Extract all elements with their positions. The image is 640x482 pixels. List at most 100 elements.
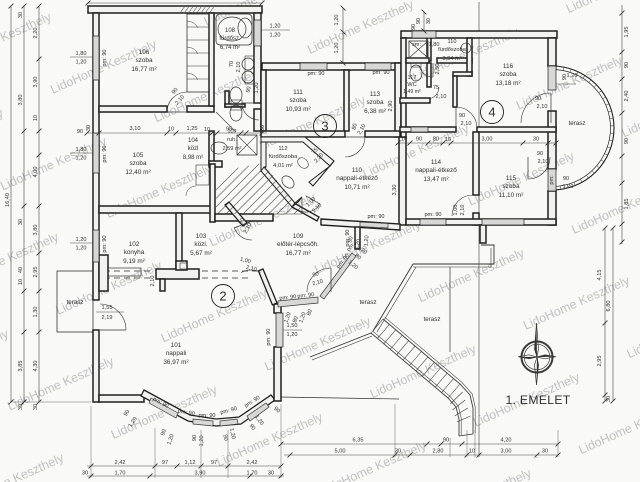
svg-text:1,20: 1,20	[364, 235, 371, 246]
svg-text:1,20: 1,20	[563, 184, 574, 190]
svg-text:szoba: szoba	[502, 183, 519, 190]
svg-text:90: 90	[535, 96, 541, 102]
svg-text:1,85: 1,85	[624, 199, 630, 210]
svg-text:10,93 m²: 10,93 m²	[285, 106, 310, 113]
svg-text:90: 90	[192, 435, 198, 441]
svg-text:pm: 90: pm: 90	[177, 409, 195, 418]
svg-text:3,90: 3,90	[33, 77, 39, 88]
svg-text:107: 107	[227, 129, 236, 135]
svg-text:10: 10	[168, 127, 174, 133]
svg-text:terasz: terasz	[424, 316, 441, 323]
svg-text:90: 90	[245, 86, 252, 94]
svg-text:1,20: 1,20	[76, 246, 87, 252]
svg-text:12,40 m²: 12,40 m²	[125, 169, 150, 176]
svg-text:116: 116	[503, 63, 514, 70]
svg-text:1,20: 1,20	[253, 414, 264, 426]
svg-text:közl: közl	[188, 146, 199, 152]
svg-text:1,55: 1,55	[102, 305, 113, 311]
svg-text:fürdőszoba: fürdőszoba	[438, 47, 467, 53]
svg-text:2,10: 2,10	[312, 279, 324, 288]
svg-text:3,90: 3,90	[195, 471, 206, 477]
svg-text:1,95: 1,95	[624, 27, 630, 38]
svg-text:2,20: 2,20	[33, 28, 39, 39]
svg-text:10: 10	[33, 115, 39, 121]
svg-text:90: 90	[272, 406, 281, 415]
svg-text:1. EMELET: 1. EMELET	[505, 393, 570, 407]
svg-text:115: 115	[506, 175, 517, 182]
svg-text:3,10: 3,10	[130, 126, 141, 132]
svg-text:10: 10	[401, 137, 407, 143]
svg-text:90: 90	[562, 74, 568, 80]
svg-text:pm: 90: pm: 90	[297, 292, 315, 300]
svg-text:1,00: 1,00	[305, 196, 317, 208]
svg-text:pm: 90: pm: 90	[102, 235, 108, 252]
svg-text:szoba: szoba	[135, 57, 152, 64]
svg-text:szoba: szoba	[366, 99, 383, 106]
svg-text:1,50: 1,50	[287, 323, 298, 329]
svg-text:előtér-lépcsőh.: előtér-lépcsőh.	[277, 241, 319, 248]
svg-text:1,30: 1,30	[33, 307, 39, 318]
svg-text:szoba: szoba	[129, 160, 146, 167]
svg-text:pm: 90: pm: 90	[279, 294, 297, 302]
svg-text:1,20: 1,20	[354, 239, 363, 251]
svg-text:36,97 m²: 36,97 m²	[163, 359, 188, 366]
svg-text:13,18 m²: 13,18 m²	[495, 80, 520, 87]
svg-text:4,01 m²: 4,01 m²	[273, 163, 293, 169]
svg-text:1,20: 1,20	[283, 312, 292, 324]
svg-text:4: 4	[488, 105, 495, 120]
svg-text:4,20: 4,20	[501, 438, 512, 444]
svg-text:80: 80	[353, 253, 362, 262]
svg-text:1,20: 1,20	[76, 237, 87, 243]
svg-text:1,12: 1,12	[185, 460, 196, 466]
svg-text:90: 90	[537, 151, 543, 157]
svg-text:2,50: 2,50	[435, 64, 441, 75]
svg-text:90: 90	[77, 129, 83, 135]
svg-text:110: 110	[352, 167, 363, 174]
svg-text:112: 112	[278, 146, 287, 152]
svg-text:2,10: 2,10	[538, 159, 549, 165]
svg-text:104: 104	[188, 138, 199, 144]
svg-text:2,95: 2,95	[33, 267, 39, 278]
svg-text:30: 30	[542, 449, 548, 455]
svg-text:2,10: 2,10	[311, 202, 323, 214]
svg-text:pm: 90: pm: 90	[220, 406, 238, 416]
svg-text:16,77 m²: 16,77 m²	[131, 66, 156, 73]
svg-text:97: 97	[162, 460, 168, 466]
svg-text:2,10: 2,10	[245, 265, 257, 273]
svg-text:110: 110	[448, 39, 457, 45]
svg-text:4,15: 4,15	[597, 270, 603, 281]
svg-text:közl.: közl.	[194, 241, 207, 248]
svg-text:90: 90	[347, 236, 355, 244]
svg-text:10,71 m²: 10,71 m²	[344, 184, 369, 191]
svg-text:1,20: 1,20	[76, 156, 87, 162]
svg-text:1,20: 1,20	[356, 244, 368, 256]
svg-text:108: 108	[225, 28, 236, 34]
svg-text:1,80: 1,80	[429, 42, 440, 48]
svg-text:10: 10	[445, 137, 451, 143]
svg-text:11,10 m²: 11,10 m²	[499, 192, 524, 199]
svg-text:30: 30	[86, 125, 92, 131]
svg-text:pm: 90: pm: 90	[424, 212, 441, 218]
svg-text:1,00: 1,00	[453, 205, 459, 216]
svg-text:90: 90	[123, 409, 131, 418]
svg-text:3,80: 3,80	[18, 95, 24, 106]
svg-text:1,20: 1,20	[270, 24, 281, 30]
svg-text:114: 114	[431, 159, 442, 166]
svg-text:2,90: 2,90	[388, 101, 394, 112]
svg-text:30: 30	[82, 471, 88, 477]
svg-text:terasz: terasz	[360, 299, 377, 306]
svg-text:1,20: 1,20	[334, 15, 340, 26]
svg-text:30: 30	[606, 396, 612, 402]
svg-text:30: 30	[268, 471, 274, 477]
svg-text:pm: 90: pm: 90	[372, 70, 389, 76]
svg-text:szoba: szoba	[289, 97, 306, 104]
svg-text:2,10: 2,10	[537, 104, 548, 110]
svg-text:2,42: 2,42	[115, 460, 126, 466]
svg-text:terasz: terasz	[569, 120, 586, 127]
svg-text:2,20: 2,20	[313, 152, 325, 164]
svg-text:fürdősz.: fürdősz.	[219, 36, 241, 42]
svg-text:1,20: 1,20	[166, 434, 175, 446]
svg-text:3: 3	[321, 119, 328, 134]
svg-text:90: 90	[160, 429, 168, 437]
svg-text:3,85: 3,85	[18, 361, 24, 372]
